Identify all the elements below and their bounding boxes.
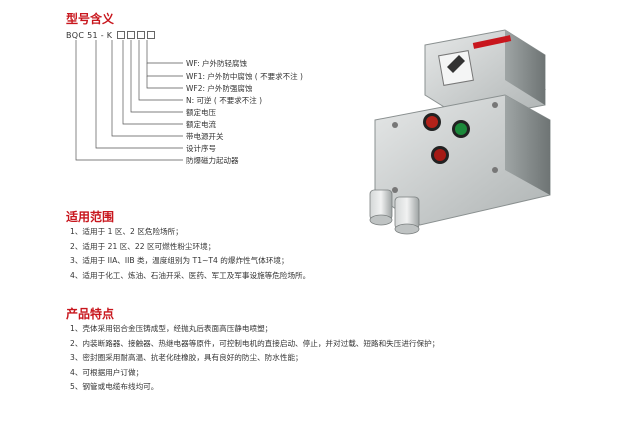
feature-item: 2、内装断路器、接触器、热继电器等原件，可控制电机的直接启动、停止，并对过载、短… (70, 338, 440, 348)
feature-item: 3、密封圈采用耐高温、抗老化硅橡胶，具有良好的防尘、防水性能； (70, 353, 303, 362)
product-image (369, 29, 551, 235)
scope-item: 4、适用于化工、炼油、石油开采、医药、军工及军事设施等危险场所。 (70, 270, 311, 280)
code-box-2 (127, 31, 136, 39)
model-code: BQC 51 - K (66, 31, 156, 40)
feature-item: 5、钢管或电缆布线均可。 (70, 382, 159, 391)
scope-title: 适用范围 (66, 210, 115, 224)
legend-wf2: WF2: 户外防强腐蚀 (186, 84, 253, 93)
legend-rated-voltage: 额定电压 (186, 108, 216, 117)
code-box-3 (137, 31, 146, 39)
feature-item: 1、壳体采用铝合金压铸成型，经抛丸后表面高压静电喷塑； (70, 324, 273, 333)
model-code-prefix: BQC 51 - K (66, 31, 113, 40)
scope-item: 2、适用于 21 区、22 区可燃性粉尘环境； (70, 241, 216, 251)
features-title: 产品特点 (66, 307, 115, 321)
legend-wf: WF: 户外防轻腐蚀 (186, 59, 248, 68)
features-list: 1、壳体采用铝合金压铸成型，经抛丸后表面高压静电喷塑； 2、内装断路器、接触器、… (70, 322, 439, 395)
code-box-4 (147, 31, 156, 39)
scope-item: 1、适用于 1 区、2 区危险场所； (70, 227, 183, 236)
legend-design-number: 设计序号 (186, 144, 216, 153)
code-box-1 (117, 31, 126, 39)
feature-item: 4、可根据用户订做； (70, 367, 144, 377)
legend-rated-current: 额定电流 (186, 120, 216, 129)
legend-starter: 防爆磁力起动器 (186, 156, 239, 165)
scope-item: 3、适用于 IIA、IIB 类，温度组别为 T1~T4 的爆炸性气体环境； (70, 256, 289, 265)
legend-wf1: WF1: 户外防中腐蚀 ( 不要求不注 ) (186, 72, 303, 81)
model-meaning-title: 型号含义 (66, 12, 115, 26)
scope-list: 1、适用于 1 区、2 区危险场所； 2、适用于 21 区、22 区可燃性粉尘环… (70, 225, 310, 283)
legend-power-switch: 带电源开关 (186, 132, 224, 141)
legend-reversible: N: 可逆 ( 不要求不注 ) (186, 96, 263, 105)
